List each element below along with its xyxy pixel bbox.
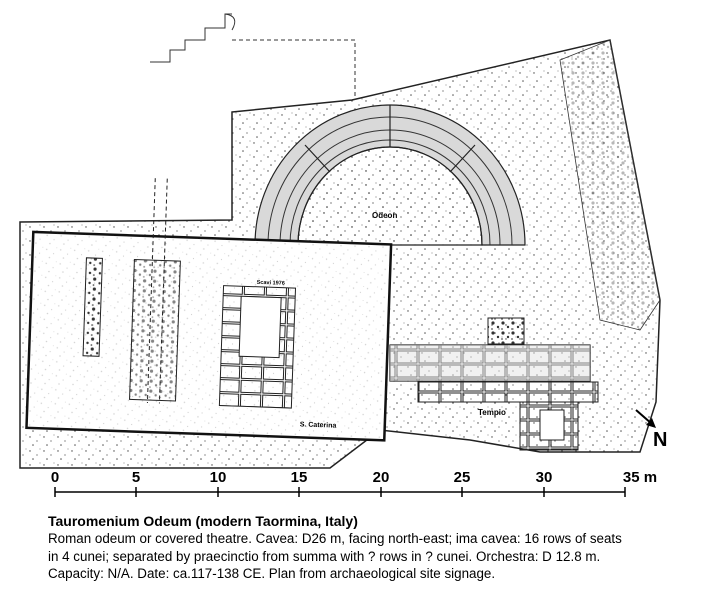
caption: Tauromenium Odeum (modern Taormina, Ital… bbox=[48, 512, 708, 583]
caption-line: Roman odeum or covered theatre. Cavea: D… bbox=[48, 531, 622, 546]
scale-tick-label: 15 bbox=[291, 469, 308, 486]
dark-rubble-patch bbox=[487, 317, 525, 345]
upper-structures bbox=[150, 13, 356, 100]
caption-line: in 4 cunei; separated by praecinctio fro… bbox=[48, 548, 601, 564]
site-plan: Odeon Tempio Scavi 1976 S. Caterina N bbox=[19, 13, 667, 469]
scale-tick-label: 25 bbox=[454, 469, 471, 486]
odeon: Odeon bbox=[254, 104, 526, 246]
scale-tick-label: 10 bbox=[210, 469, 227, 486]
caption-line: Capacity: N/A. Date: ca.117-138 CE. Plan… bbox=[48, 566, 496, 581]
tempio-label: Tempio bbox=[478, 408, 506, 417]
north-label: N bbox=[653, 429, 667, 451]
scale-tick-label: 0 bbox=[51, 469, 59, 486]
orchestra bbox=[297, 146, 483, 246]
east-rubble-strip bbox=[559, 39, 661, 331]
scale-ticks bbox=[54, 487, 626, 497]
north-arrow: N bbox=[635, 409, 667, 451]
scale-tick-label: 5 bbox=[132, 469, 140, 486]
scale-tick-label: 35 m bbox=[623, 469, 657, 486]
odeon-label: Odeon bbox=[372, 211, 397, 220]
caption-title: Tauromenium Odeum (modern Taormina, Ital… bbox=[48, 513, 358, 529]
tempio-structure: Tempio bbox=[417, 381, 599, 451]
scale-tick-label: 30 bbox=[536, 469, 553, 486]
scavi-label: Scavi 1976 bbox=[257, 280, 285, 287]
cavea-cunei bbox=[304, 105, 476, 173]
scaena bbox=[389, 317, 591, 382]
caterina-area: Scavi 1976 S. Caterina bbox=[25, 178, 393, 442]
caterina-label: S. Caterina bbox=[300, 421, 337, 429]
scale-bar: 0 5 10 15 20 25 30 35 m bbox=[51, 469, 657, 497]
scale-tick-label: 20 bbox=[373, 469, 390, 486]
